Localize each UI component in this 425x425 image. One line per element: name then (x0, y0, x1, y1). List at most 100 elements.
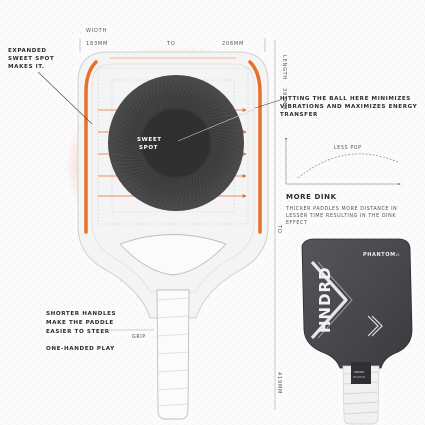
ball-ray (130, 95, 146, 125)
ball-ray (199, 169, 207, 202)
product-paddle: HNDRD PHANTOM 16 HNDRD PHANTOM (301, 238, 413, 425)
ball-ray (124, 101, 144, 129)
ball-ray (133, 175, 161, 194)
more-dink-line-1: THICKER PADDLES MORE DISTANCE IN (285, 206, 397, 212)
ball-ray (210, 152, 234, 177)
ball-ray (211, 137, 242, 151)
ball-ray (211, 145, 239, 164)
expanded-line-2: SWEET SPOT (8, 56, 54, 62)
ball-ray (208, 157, 228, 185)
ball-ray (109, 144, 142, 154)
ball-ray (179, 80, 200, 108)
ball-ray (208, 128, 242, 133)
ball-ray (161, 178, 178, 208)
handles-line-3: EASIER TO STEER (46, 329, 110, 335)
ball-ray (157, 178, 175, 207)
ball-ray (114, 117, 141, 139)
ball-ray (166, 178, 180, 209)
product-model: PHANTOM (363, 252, 396, 258)
ball-ray (210, 132, 243, 142)
ball-ray (145, 84, 153, 117)
ball-ray (113, 161, 146, 164)
ball-ray (198, 102, 229, 115)
ball-ray (148, 178, 170, 204)
ball-ray (170, 178, 183, 209)
grip-wrap-lines (157, 297, 189, 407)
ball-ray (191, 92, 219, 111)
ball-ray (206, 161, 222, 191)
ball-ray (209, 155, 231, 181)
ball-ray (159, 78, 163, 111)
ball-ray (111, 158, 145, 161)
ball-ray (113, 122, 141, 141)
ball-ray (205, 118, 238, 123)
right-edge-guard (248, 60, 262, 234)
ball-ray (141, 86, 151, 119)
ball-ray (203, 166, 215, 197)
ball-ray (167, 76, 177, 109)
ball-ray (211, 142, 241, 160)
ball-ray (144, 177, 168, 202)
hitting-ball-annotation: HITTING THE BALL HERE MINIMIZES VIBRATIO… (254, 96, 418, 118)
width-to: TO (166, 41, 176, 47)
ball-ray (209, 130, 242, 137)
hitting-line-3: TRANSFER (280, 112, 318, 118)
ball-ray (195, 172, 199, 206)
expanded-sweet-spot-annotation: EXPANDED SWEET SPOT MAKES IT. (8, 48, 93, 125)
ball-ray (111, 126, 141, 144)
ball-ray (121, 105, 143, 131)
hitting-line-2: VIBRATIONS AND MAXIMIZES ENERGY (280, 104, 418, 110)
ball-ray (189, 175, 193, 208)
length-label: LENGTH (281, 55, 287, 80)
width-min: 183MM (86, 41, 108, 47)
paddle-handle (156, 289, 190, 420)
ball-ray (114, 163, 147, 168)
ball-ray (110, 153, 144, 158)
ball-ray (140, 177, 166, 199)
ball-ray (110, 135, 141, 149)
one-handed-label: ONE-HANDED PLAY (46, 346, 115, 352)
ball-ray (175, 177, 185, 210)
ball-ray (126, 172, 156, 188)
ball-ray (177, 79, 195, 108)
ball-ray (116, 165, 149, 172)
ball-ray (206, 122, 239, 125)
more-dink-line-2: LESSER TIME RESULTING IN THE DINK (286, 213, 396, 219)
product-throat-text-1: HNDRD (354, 370, 364, 374)
more-dink-line-3: EFFECT (286, 220, 307, 226)
ball-ray (211, 135, 243, 146)
ball-ray (162, 77, 168, 110)
width-dimension: WIDTH 183MM TO 206MM (79, 28, 266, 52)
ball-ray (110, 130, 141, 146)
sweet-spot-label-1: SWEET (137, 137, 162, 143)
ball-ray (120, 169, 152, 180)
ball-ray (110, 149, 143, 156)
ball-ray (184, 84, 208, 109)
ball-ray (172, 77, 186, 108)
ball-ray (189, 89, 216, 110)
width-max: 206MM (222, 41, 244, 47)
ball-ray (164, 77, 173, 109)
ball-ray (152, 178, 173, 206)
sweet-spot-label-2: SPOT (139, 145, 158, 151)
left-edge-guard (84, 60, 98, 234)
ball-ray (196, 98, 226, 114)
length-to: TO (276, 224, 282, 234)
product-throat-logo (351, 362, 371, 384)
ball-ray (193, 95, 223, 113)
more-dink-annotation: MORE DINK THICKER PADDLES MORE DISTANCE … (285, 193, 397, 226)
handles-line-1: SHORTER HANDLES (46, 311, 116, 317)
ball-ray (169, 77, 182, 108)
less-pop-graph: LESS POP (284, 138, 401, 186)
ball-ray (211, 140, 242, 156)
product-logo-icon (367, 315, 383, 337)
length-min: 393MM (281, 88, 287, 110)
ball-ray (174, 78, 191, 108)
ball-ray (204, 164, 219, 194)
ball-ray (182, 82, 204, 108)
ball-ray (129, 173, 159, 191)
expanded-line-1: EXPANDED (8, 48, 47, 54)
product-throat-text-2: PHANTOM (353, 376, 365, 379)
product-brand: HNDRD (316, 266, 334, 333)
